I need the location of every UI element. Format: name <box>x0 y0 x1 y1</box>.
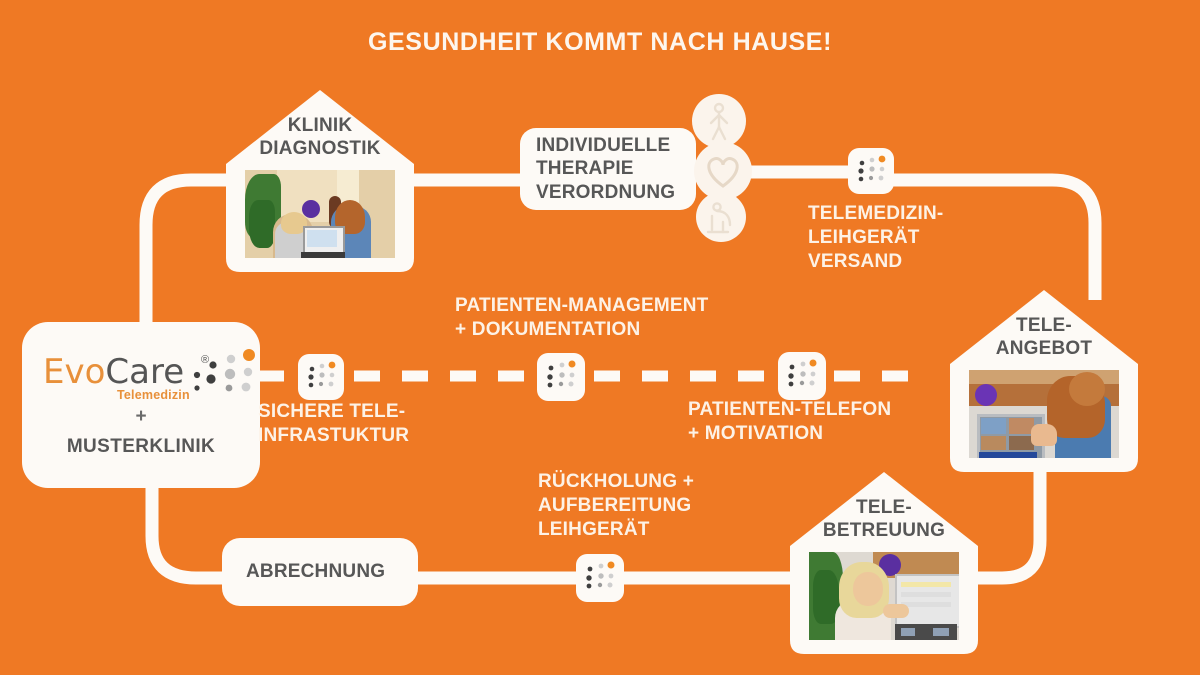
node-tele-angebot[interactable]: TELE- ANGEBOT <box>946 288 1142 474</box>
klinik-diagnostik-photo <box>245 170 395 258</box>
wire-evocare-to-klinik <box>139 173 236 330</box>
node-title: KLINIK DIAGNOSTIK <box>259 115 381 160</box>
evocare-dots-icon-patienten-management <box>537 353 585 401</box>
tele-betreuung-photo <box>809 552 959 640</box>
evocare-dots-icon-rueckholung <box>576 554 624 602</box>
node-individuelle-therapie-verordnung[interactable]: INDIVIDUELLE THERAPIE VERORDNUNG <box>520 128 696 210</box>
seated-exercise-person-icon <box>696 192 746 242</box>
wire-angebot-to-betreuung <box>968 450 1047 585</box>
evocare-dots-icon-versand <box>848 148 894 194</box>
evocare-dots-icon <box>193 349 255 392</box>
wire-versand-to-angebot <box>884 173 1102 300</box>
node-abrechnung[interactable]: ABRECHNUNG <box>222 538 418 606</box>
label-patienten-telefon-motivation: PATIENTEN-TELEFON + MOTIVATION <box>688 399 892 444</box>
evocare-musterklinik-card[interactable]: EvoCare ® Telemedizin + MUSTERKLINIK <box>22 322 260 488</box>
wire-abrechnung-to-evocare <box>145 480 230 585</box>
label-sichere-tele-infrastruktur: SICHERE TELE- INFRASTUKTUR <box>258 401 410 446</box>
evocare-dots-icon-patienten-telefon <box>778 352 826 400</box>
logo-tagline: Telemedizin <box>117 388 190 402</box>
partner-clinic-label: MUSTERKLINIK <box>66 436 216 457</box>
node-title: TELE- BETREUUNG <box>822 497 946 542</box>
node-klinik-diagnostik[interactable]: KLINIK DIAGNOSTIK <box>222 88 418 274</box>
plus-separator: + <box>135 406 147 427</box>
page-title: GESUNDHEIT KOMMT NACH HAUSE! <box>367 28 833 56</box>
logo-care: Care <box>105 352 185 392</box>
node-title: TELE- ANGEBOT <box>995 315 1093 360</box>
node-title: INDIVIDUELLE THERAPIE VERORDNUNG <box>536 134 676 203</box>
evocare-wordmark: EvoCare <box>43 352 184 392</box>
label-rueckholung-aufbereitung: RÜCKHOLUNG + AUFBEREITUNG LEIHGERÄT <box>538 471 694 540</box>
registered-mark: ® <box>201 354 210 366</box>
logo-evo: Evo <box>43 352 106 392</box>
standing-person-icon <box>692 94 746 148</box>
tele-angebot-photo <box>969 370 1119 458</box>
evocare-dots-icon-infrastruktur <box>298 354 344 400</box>
evocare-logo: EvoCare ® Telemedizin <box>41 349 255 402</box>
node-tele-betreuung[interactable]: TELE- BETREUUNG <box>786 470 982 656</box>
node-title: ABRECHNUNG <box>246 561 386 583</box>
label-patienten-management: PATIENTEN-MANAGEMENT + DOKUMENTATION <box>455 295 709 340</box>
label-telemedizin-leihgeraet-versand: TELEMEDIZIN- LEIHGERÄT VERSAND <box>808 203 944 272</box>
heart-icon <box>694 142 752 200</box>
